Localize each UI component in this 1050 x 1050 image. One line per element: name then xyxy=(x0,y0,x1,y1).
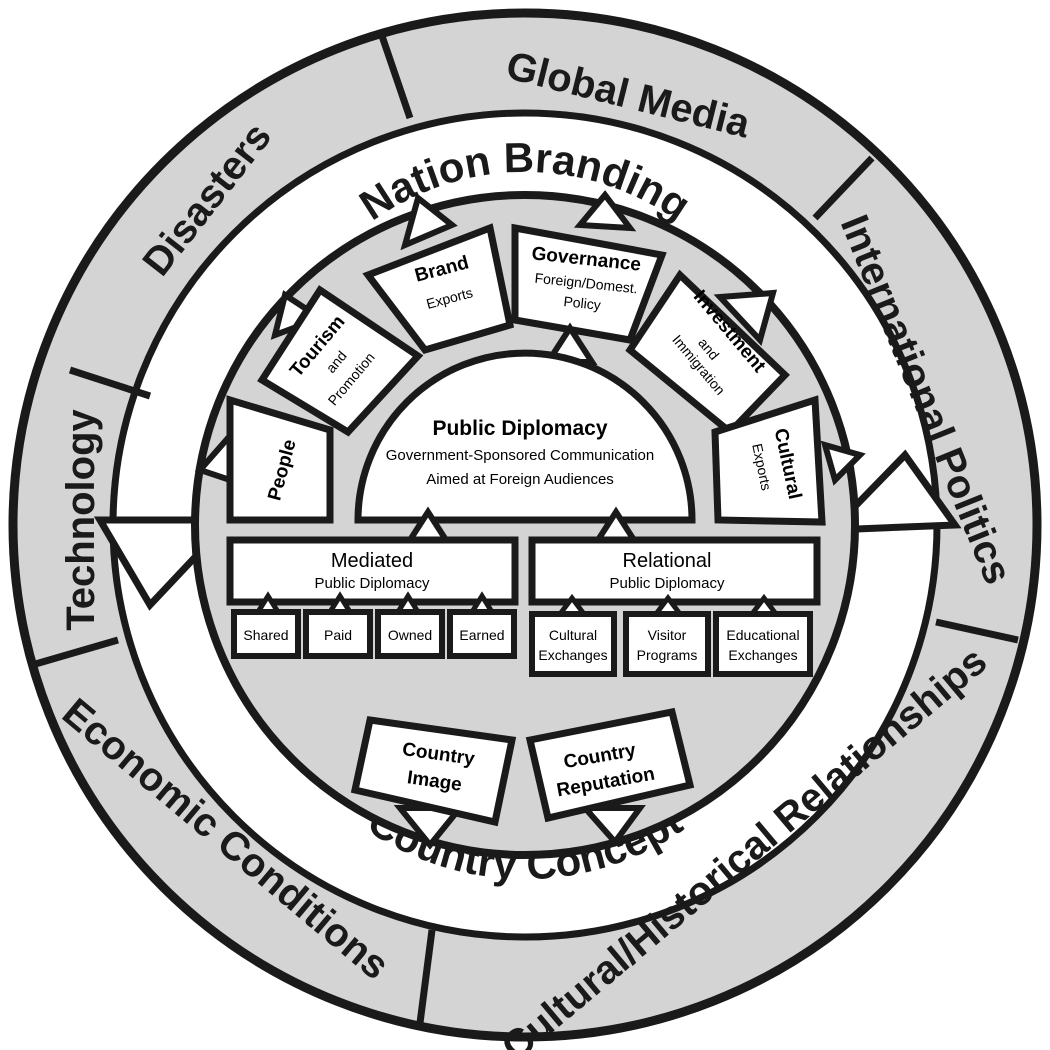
public-diplomacy-line1: Government-Sponsored Communication xyxy=(386,447,654,464)
country-reputation-box: Country Reputation xyxy=(525,707,695,823)
relational-visitor-l1: Visitor xyxy=(648,627,687,643)
segment-people: People xyxy=(226,395,334,524)
country-image-box: Country Image xyxy=(350,716,517,827)
mediated-item-earned: Earned xyxy=(459,627,504,643)
mediated-item-shared: Shared xyxy=(243,627,288,643)
relational-visitor-l2: Programs xyxy=(637,647,698,663)
relational-cultural-l2: Exchanges xyxy=(538,647,607,663)
technology-label: Technology xyxy=(59,409,103,631)
relational-items: Cultural Exchanges Visitor Programs Educ… xyxy=(529,611,813,677)
segment-governance: Governance Foreign/Domest. Policy xyxy=(511,223,667,344)
segment-tourism: Tourism and Promotion xyxy=(257,285,424,437)
mediated-title: Mediated xyxy=(331,550,413,572)
mediated-block: Mediated Public Diplomacy xyxy=(226,536,519,606)
relational-educational-l1: Educational xyxy=(726,627,799,643)
public-diplomacy-dome: Public Diplomacy Government-Sponsored Co… xyxy=(354,349,696,524)
mediated-item-paid: Paid xyxy=(324,627,352,643)
mediated-sub: Public Diplomacy xyxy=(314,575,430,592)
relational-sub: Public Diplomacy xyxy=(609,575,725,592)
relational-cultural-l1: Cultural xyxy=(549,627,597,643)
public-diplomacy-title: Public Diplomacy xyxy=(432,417,607,440)
governance-sub2: Policy xyxy=(563,293,602,313)
mediated-items: Shared Paid Owned Earned xyxy=(231,609,517,659)
relational-item-arrows xyxy=(555,593,781,617)
segment-cultural: Cultural Exports xyxy=(711,395,826,526)
relational-educational-l2: Exchanges xyxy=(728,647,797,663)
public-diplomacy-line2: Aimed at Foreign Audiences xyxy=(426,471,614,488)
segment-brand: Brand Exports xyxy=(362,223,515,355)
mediated-item-owned: Owned xyxy=(388,627,432,643)
right-cycle-arrow xyxy=(823,449,962,534)
reputation-down-arrow xyxy=(578,805,646,847)
relational-title: Relational xyxy=(623,550,712,572)
relational-block: Relational Public Diplomacy xyxy=(528,536,821,606)
